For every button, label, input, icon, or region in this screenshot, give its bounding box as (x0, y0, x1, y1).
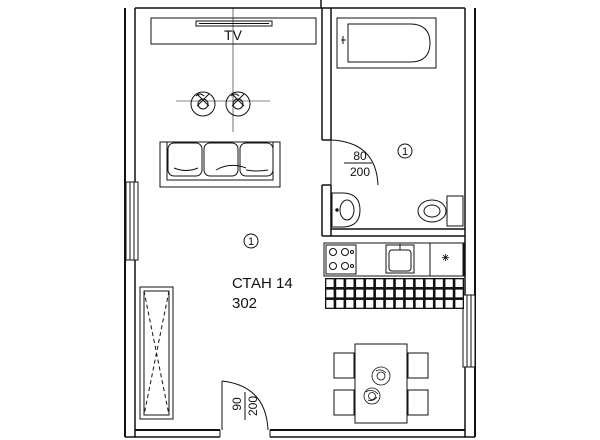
entry-door-width: 90 (230, 397, 244, 411)
tile (385, 279, 394, 288)
bathroom-sink (331, 192, 361, 228)
tile (385, 299, 394, 308)
tile (366, 299, 374, 308)
kitchen-sink-icon (385, 244, 415, 274)
tile (336, 289, 344, 298)
apartment-number: 302 (232, 295, 257, 312)
tile (435, 289, 443, 298)
bathroom-door (330, 139, 379, 186)
sofa (159, 141, 281, 188)
tile (445, 289, 453, 298)
tile (375, 299, 384, 308)
tile (375, 289, 384, 298)
tile (356, 299, 364, 308)
tile (336, 279, 344, 288)
tile (445, 299, 453, 308)
tile (346, 299, 354, 308)
tile (435, 279, 443, 288)
bathroom-partition (321, 8, 465, 237)
fridge-icon (429, 242, 464, 277)
bathroom-room-number: 1 (402, 146, 408, 158)
tile (346, 279, 354, 288)
tile (425, 289, 433, 298)
apartment-title: СТАН 14 (232, 275, 293, 292)
tile (326, 279, 334, 288)
tile-backsplash (325, 278, 464, 309)
tv-label: TV (224, 27, 243, 43)
tile (405, 279, 414, 288)
tile (455, 299, 463, 308)
tile (405, 289, 414, 298)
tile-backsplash-frame (325, 278, 464, 309)
tile (395, 289, 404, 298)
ceiling-light-left-icon (190, 91, 216, 117)
entry-door-height: 200 (246, 396, 260, 416)
tile (346, 289, 354, 298)
tile (326, 289, 334, 298)
tile (425, 299, 433, 308)
main-room-tag: 1 (243, 233, 259, 249)
tile (415, 289, 423, 298)
tile (435, 299, 443, 308)
tile (395, 299, 404, 308)
window-right (462, 294, 476, 368)
bathroom-door-height: 200 (350, 165, 370, 179)
light-guide-lines (176, 8, 270, 132)
window-left (125, 181, 139, 261)
tile (455, 289, 463, 298)
dining-table (333, 343, 429, 424)
stove-icon (325, 244, 357, 275)
toilet (417, 195, 464, 227)
tile (385, 289, 394, 298)
tile (366, 289, 374, 298)
bathroom-door-width: 80 (353, 149, 367, 163)
tile (415, 299, 423, 308)
tile (356, 279, 364, 288)
tv-cabinet (150, 17, 317, 45)
tile (425, 279, 433, 288)
ceiling-light-right-icon (225, 91, 251, 117)
table-decoration-icon (363, 366, 391, 405)
tile (455, 279, 463, 288)
walls (124, 0, 476, 438)
bathtub (336, 17, 437, 69)
tile (356, 289, 364, 298)
main-room-number: 1 (248, 236, 254, 248)
wardrobe (139, 286, 174, 420)
tile (336, 299, 344, 308)
tile (445, 279, 453, 288)
bathroom-room-tag: 1 (397, 143, 413, 159)
tile (366, 279, 374, 288)
tile (326, 299, 334, 308)
tile (375, 279, 384, 288)
tile (395, 279, 404, 288)
tile (415, 279, 423, 288)
tile (405, 299, 414, 308)
entry-door (219, 380, 271, 437)
